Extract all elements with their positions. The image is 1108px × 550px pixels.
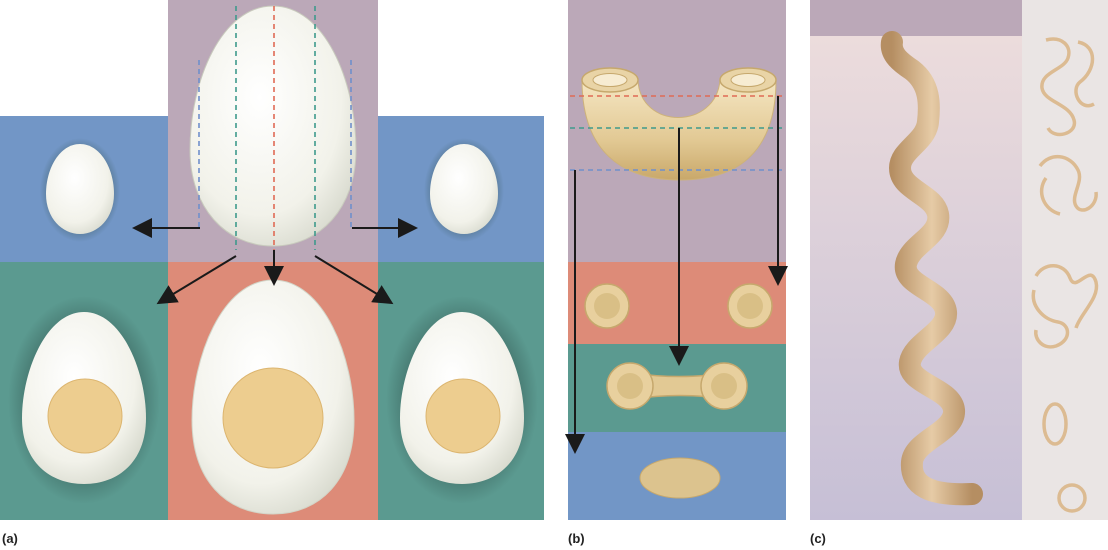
tangential-oval xyxy=(639,457,721,499)
panel-b xyxy=(565,0,788,520)
offcenter-section-right-yolk xyxy=(425,378,501,454)
panel-label-b: (b) xyxy=(568,531,585,546)
panel-c-top-strip xyxy=(810,0,1022,36)
panel-a xyxy=(0,0,544,520)
curved-tube-right-lumen xyxy=(730,73,766,87)
coil-section-1 xyxy=(1040,37,1077,137)
panel-c-section-column xyxy=(1022,0,1108,520)
connected-rings-left-inner xyxy=(617,373,643,399)
coiled-tube xyxy=(880,31,983,506)
connected-rings-right-inner xyxy=(711,373,737,399)
coil-section-2 xyxy=(1074,40,1095,108)
curved-tube-left-lumen xyxy=(592,73,628,87)
coil-section-6 xyxy=(1057,483,1087,513)
two-rings-right-inner xyxy=(737,293,763,319)
panel-label-a: (a) xyxy=(2,531,18,546)
offcenter-section-left-yolk xyxy=(47,378,123,454)
tangential-slice-right xyxy=(430,144,498,234)
arrow-to-right-offcenter xyxy=(314,255,394,305)
coil-section-5 xyxy=(1042,402,1068,446)
arrow-to-left-offcenter xyxy=(156,255,237,305)
tangential-slice-left xyxy=(46,144,114,234)
panel-c xyxy=(810,0,1108,520)
coil-section-3 xyxy=(1038,155,1098,216)
two-rings-left-inner xyxy=(594,293,620,319)
coil-section-4 xyxy=(1031,264,1099,349)
central-section-yolk xyxy=(222,367,324,469)
panel-label-c: (c) xyxy=(810,531,826,546)
